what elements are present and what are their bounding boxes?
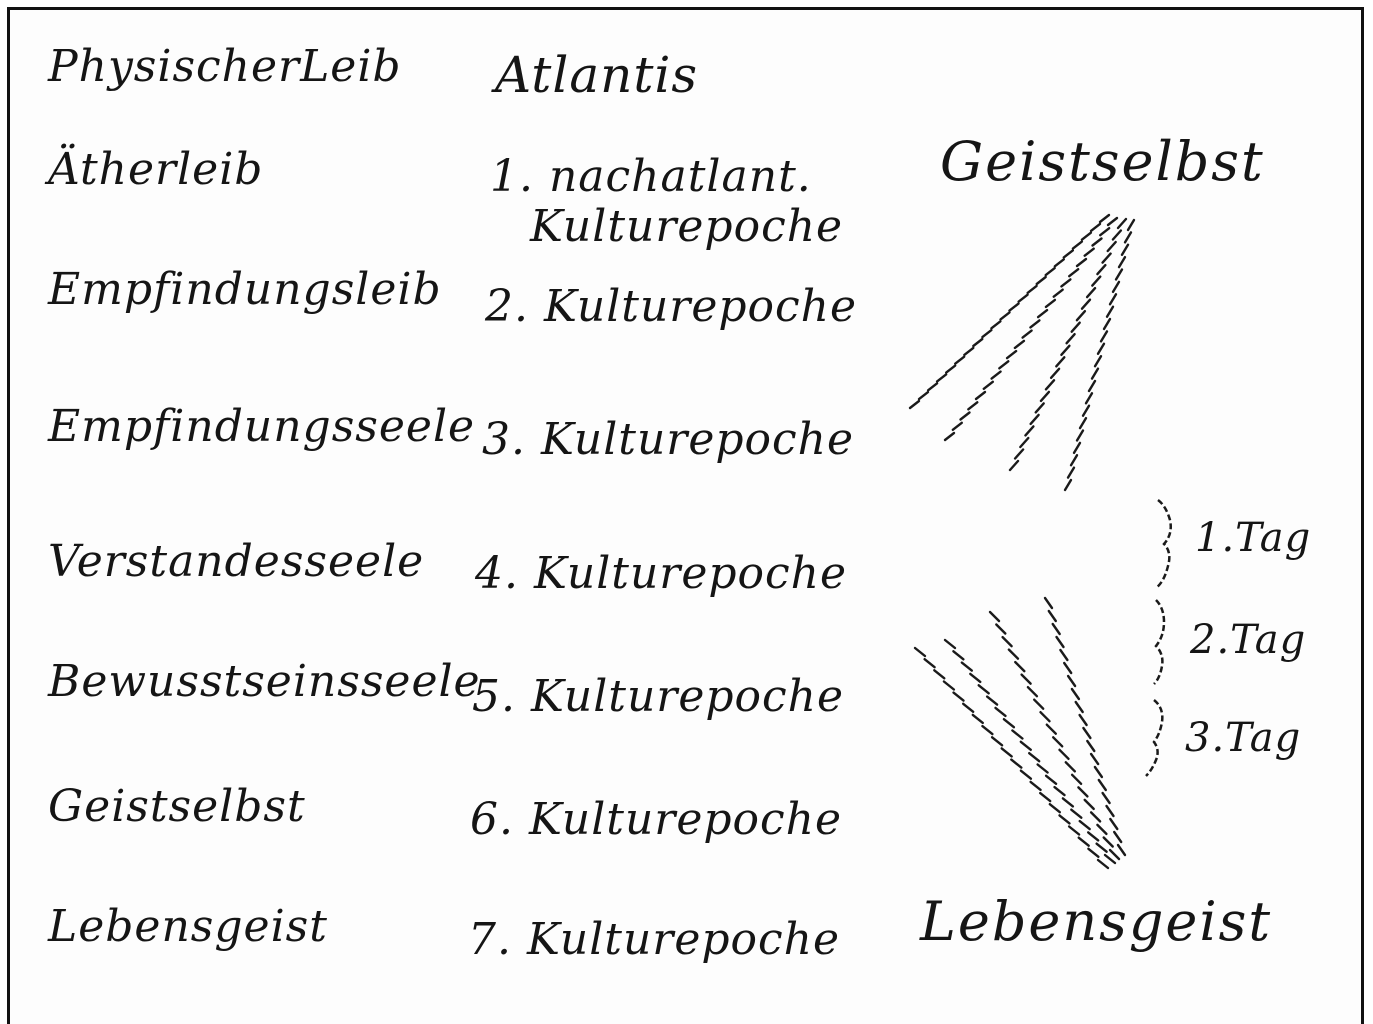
brace-day-3 xyxy=(1146,700,1162,776)
brace-day-1 xyxy=(1156,500,1171,588)
upper-hatched-fan xyxy=(910,215,1134,490)
brace-day-2 xyxy=(1154,600,1164,684)
lower-hatched-fan xyxy=(915,598,1125,868)
